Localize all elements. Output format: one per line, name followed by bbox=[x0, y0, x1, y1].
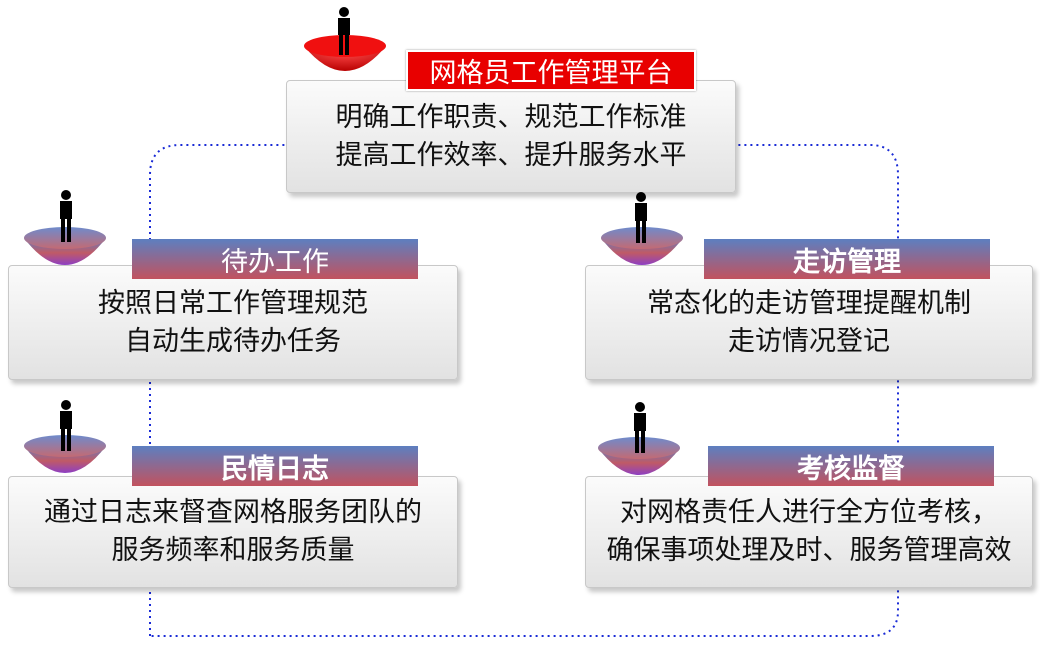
diary-line-1: 通过日志来督查网格服务团队的 bbox=[44, 497, 422, 528]
visit-line-1: 常态化的走访管理提醒机制 bbox=[647, 287, 971, 319]
todo-line-2: 自动生成待办任务 bbox=[125, 325, 341, 357]
center-card: 明确工作职责、规范工作标准 提高工作效率、提升服务水平 bbox=[286, 80, 736, 193]
visit-title: 走访管理 bbox=[704, 239, 990, 279]
center-line-1: 明确工作职责、规范工作标准 bbox=[335, 101, 687, 133]
diary-figure-icon bbox=[24, 400, 106, 473]
diary-title: 民情日志 bbox=[132, 446, 418, 486]
visit-figure-icon bbox=[601, 192, 683, 265]
center-title: 网格员工作管理平台 bbox=[406, 50, 696, 91]
diary-card: 通过日志来督查网格服务团队的 服务频率和服务质量 bbox=[8, 476, 458, 588]
assess-figure-icon bbox=[598, 402, 680, 475]
assess-line-1: 对网格责任人进行全方位考核， bbox=[620, 497, 998, 528]
assess-line-2: 确保事项处理及时、服务管理高效 bbox=[606, 535, 1012, 566]
todo-figure-icon bbox=[24, 190, 106, 265]
center-figure-icon bbox=[304, 7, 386, 71]
todo-line-1: 按照日常工作管理规范 bbox=[98, 287, 368, 319]
visit-card: 常态化的走访管理提醒机制 走访情况登记 bbox=[585, 265, 1033, 380]
todo-title: 待办工作 bbox=[132, 239, 418, 279]
diary-line-2: 服务频率和服务质量 bbox=[111, 535, 355, 566]
assess-card: 对网格责任人进行全方位考核， 确保事项处理及时、服务管理高效 bbox=[585, 476, 1033, 588]
center-line-2: 提高工作效率、提升服务水平 bbox=[335, 139, 687, 171]
visit-line-2: 走访情况登记 bbox=[728, 325, 890, 357]
assess-title: 考核监督 bbox=[708, 446, 994, 486]
